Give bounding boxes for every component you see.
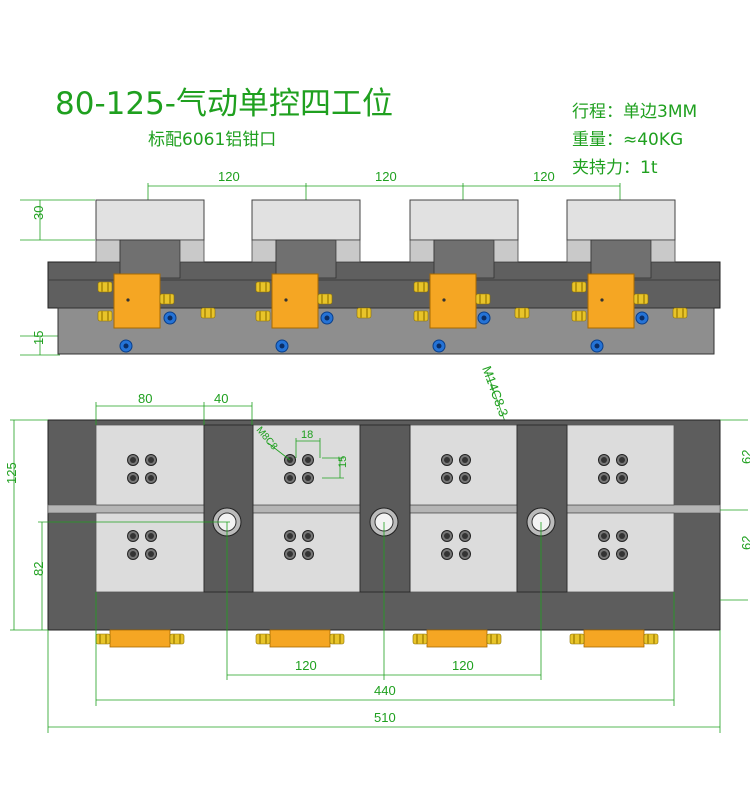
top-dim-hole-pitch-y: 15: [337, 456, 349, 468]
front-dim-120-a: 120: [218, 169, 240, 184]
front-valves: [113, 273, 635, 329]
top-dim-total-height: 125: [4, 462, 19, 484]
top-dim-lower-height: 82: [31, 562, 46, 576]
front-dim-120-c: 120: [533, 169, 555, 184]
top-dim-440: 440: [374, 683, 396, 698]
top-view: 80 40 18 15 M8C8 125 82 62 62 120 120 44…: [4, 391, 750, 733]
spec-weight: 重量：≈40KG: [572, 130, 684, 150]
front-dim-base-height: 15: [31, 331, 46, 345]
top-dim-pitch-a: 120: [295, 658, 317, 673]
page-title: 80-125-气动单控四工位: [55, 86, 393, 122]
top-dim-right-upper: 62: [739, 450, 750, 464]
top-dim-510: 510: [374, 710, 396, 725]
front-dim-120-b: 120: [375, 169, 397, 184]
top-dim-jaw-width: 80: [138, 391, 152, 406]
front-dim-jaw-height: 30: [31, 206, 46, 220]
spec-clamp-force: 夹持力：1t: [572, 158, 658, 178]
top-dim-pitch-b: 120: [452, 658, 474, 673]
front-jaws: [95, 199, 676, 279]
top-dim-gap: 40: [214, 391, 228, 406]
page-subtitle: 标配6061铝钳口: [148, 130, 277, 150]
label-m14c8-3: M14C8.3: [479, 364, 511, 419]
top-valves: [96, 630, 658, 647]
top-dim-hole-pitch-x: 18: [301, 429, 313, 441]
spec-stroke: 行程：单边3MM: [572, 102, 698, 122]
top-dim-right-lower: 62: [739, 536, 750, 550]
